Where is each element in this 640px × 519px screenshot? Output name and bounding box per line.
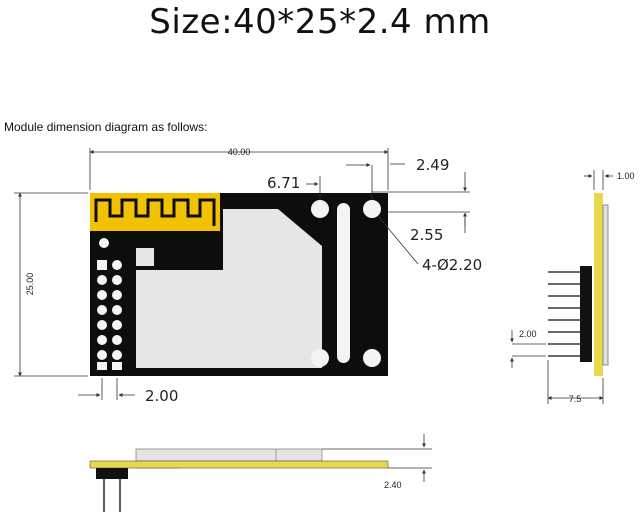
- mounting-hole: [363, 200, 381, 218]
- bottom-shield: [135, 448, 323, 462]
- dim-side-width-label: 7.5: [569, 394, 582, 404]
- dim-height-label: 25.00: [25, 273, 35, 296]
- dim-hole-edge-right: [388, 211, 470, 233]
- dim-pin-pitch-side-label: 2.00: [519, 329, 537, 339]
- diagram-caption: Module dimension diagram as follows:: [4, 120, 208, 134]
- antenna-trace: [94, 198, 216, 226]
- dim-hole-spacing: [306, 163, 373, 200]
- dim-side-width: [547, 360, 604, 404]
- dim-height: [14, 192, 88, 377]
- dim-board-thickness-label: 1.00: [617, 171, 635, 181]
- side-view: [548, 193, 609, 376]
- dim-hole-edge-right-label: 2.55: [410, 226, 443, 244]
- bottom-view: [89, 448, 389, 512]
- side-shield: [602, 204, 609, 366]
- mounting-hole: [363, 349, 381, 367]
- dim-pin-pitch-front-label: 2.00: [145, 387, 178, 405]
- hole-spec-label: 4-Ø2.20: [422, 256, 482, 274]
- front-view: [90, 193, 388, 376]
- hole-spec-leader: [377, 215, 419, 265]
- side-header-body: [580, 266, 592, 362]
- side-pcb: [594, 193, 603, 376]
- dim-width-label: 40.00: [228, 147, 251, 157]
- dim-total-thickness: [322, 434, 432, 482]
- size-title: Size:40*25*2.4 mm: [149, 2, 491, 42]
- shield-can: [136, 209, 322, 368]
- mounting-hole: [311, 200, 329, 218]
- dim-hole-edge-top: [372, 163, 470, 193]
- indicator-pad: [99, 238, 109, 248]
- dim-pin-pitch-side: [510, 330, 546, 368]
- shield-small-pad: [136, 248, 154, 266]
- pin-header: [97, 260, 122, 370]
- dim-width: [89, 148, 389, 190]
- dim-hole-spacing-label: 6.71: [267, 174, 300, 192]
- dim-total-thickness-label: 2.40: [384, 480, 402, 490]
- dim-pin-pitch-front: [78, 378, 135, 400]
- dim-hole-edge-top-label: 2.49: [416, 156, 449, 174]
- bottom-pcb: [89, 460, 389, 469]
- slot: [337, 203, 350, 363]
- bottom-header-body: [96, 468, 128, 479]
- mounting-hole: [311, 349, 329, 367]
- side-pins: [548, 271, 580, 357]
- dim-board-thickness: [584, 170, 613, 190]
